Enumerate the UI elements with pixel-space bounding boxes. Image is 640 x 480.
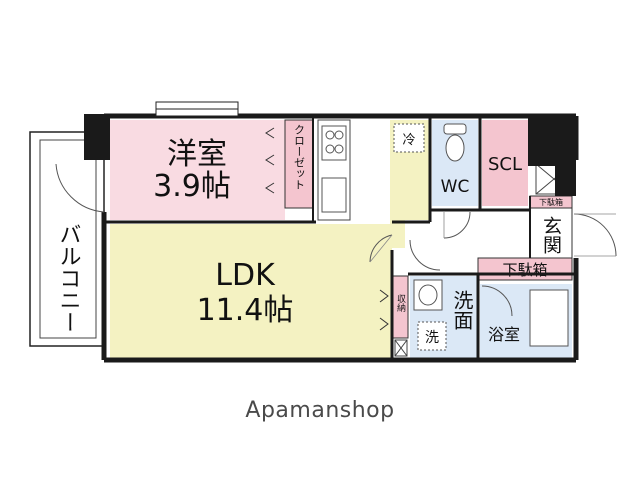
- shoe-box-label: 下駄箱: [502, 261, 547, 279]
- bathroom-label: 浴室: [488, 325, 520, 344]
- washer-label: 洗: [425, 330, 439, 346]
- entrance: 下駄箱 玄関: [529, 195, 617, 259]
- balcony-label: バルコニー: [56, 223, 81, 333]
- kitchen-sink: [321, 177, 347, 213]
- floor-plan: バルコニー 洋室 3.9帖 クローゼット 冷 LDK 11.4帖: [29, 101, 617, 363]
- washer-space: [417, 321, 447, 351]
- western-room-size: 3.9帖: [153, 169, 231, 204]
- balcony: バルコニー: [29, 131, 105, 347]
- bathroom: 浴室: [480, 284, 572, 358]
- western-room: 洋室 3.9帖: [110, 120, 285, 220]
- toilet-tank: [443, 123, 467, 135]
- entrance-label: 玄関: [540, 216, 562, 254]
- closet-label: クローゼット: [293, 124, 306, 190]
- closet: クローゼット: [284, 119, 314, 209]
- ldk-floor: [110, 120, 430, 360]
- walls: [55, 101, 579, 363]
- storage: 収納: [392, 275, 409, 357]
- shoe-box: 下駄箱: [477, 257, 573, 281]
- washroom-label: 洗面: [450, 290, 474, 330]
- watermark: Apamanshop: [245, 398, 395, 423]
- wc: WC: [432, 120, 478, 206]
- wc-label: WC: [441, 177, 470, 197]
- toilet-bowl: [445, 134, 465, 162]
- washroom: 洗面 洗: [409, 239, 478, 358]
- scl: SCL: [482, 120, 528, 206]
- bathtub: [529, 289, 569, 347]
- ldk-name: LDK: [215, 258, 276, 293]
- western-room-floor: [110, 120, 285, 220]
- ldk-size: 11.4帖: [197, 293, 294, 328]
- storage-label: 収納: [395, 293, 406, 313]
- western-room-name: 洋室: [167, 137, 227, 172]
- hallway: [432, 211, 528, 256]
- ldk: 冷 LDK 11.4帖: [110, 119, 430, 360]
- fridge-space: [393, 123, 425, 153]
- shoe-box-small-label: 下駄箱: [539, 197, 563, 207]
- fridge-label: 冷: [402, 133, 415, 148]
- scl-label: SCL: [488, 154, 522, 175]
